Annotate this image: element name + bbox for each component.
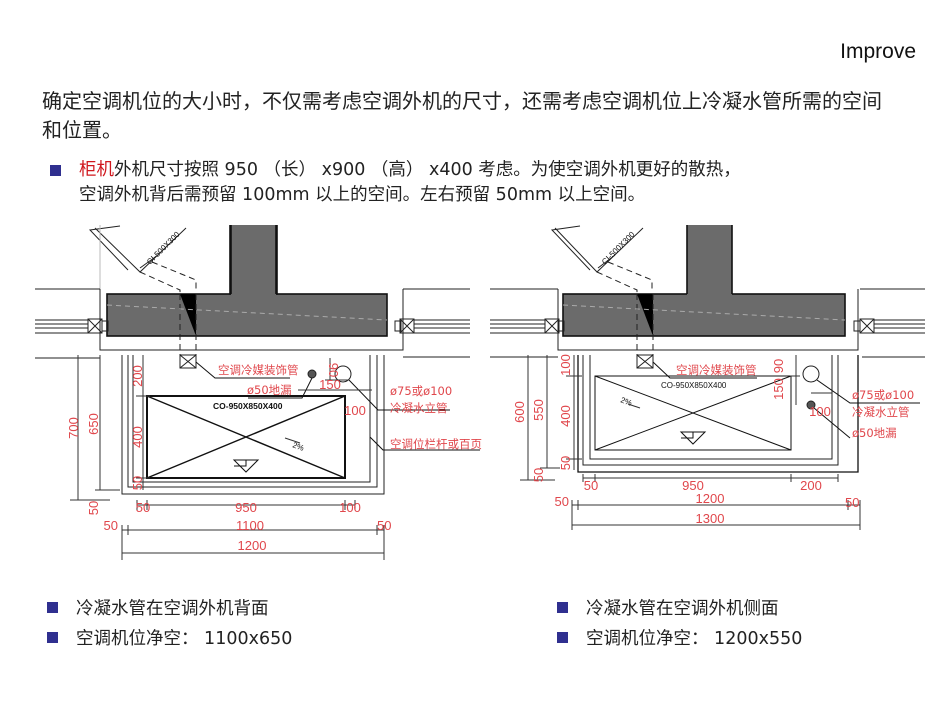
wall-slab-right: [562, 293, 846, 337]
dim-top-gap: 200: [130, 365, 145, 387]
footer-left-text-2: 空调机位净空： 1100x650: [76, 629, 293, 649]
footer-right-text-1: 冷凝水管在空调外机侧面: [586, 599, 779, 619]
highlight-text: 柜机: [79, 160, 114, 180]
dim-outer-right: 50: [845, 495, 859, 510]
bullet-square-icon: [47, 632, 58, 643]
footer-left-item-2: 空调机位净空： 1100x650: [47, 625, 292, 650]
unit-label: CO-950X850X400: [661, 381, 727, 390]
dim-right-gap: 100: [339, 500, 361, 515]
dim-front-gap: 50: [558, 456, 573, 470]
dim-unit-depth: 400: [130, 426, 145, 448]
duct-label: CI-500X300: [600, 229, 637, 266]
dim-outer: 600: [512, 401, 527, 423]
dim-front-gap: 50: [130, 476, 145, 490]
riser-label: 冷凝水立管: [390, 401, 448, 415]
intro-paragraph: 确定空调机位的大小时，不仅需考虑空调外机的尺寸，还需考虑空调机位上冷凝水管所需的…: [42, 89, 882, 142]
dim-clear-width: 1200: [696, 491, 725, 506]
unit-label: CO-950X850X400: [213, 401, 283, 411]
floor-drain-label: ø50地漏: [247, 383, 292, 397]
dim-top-gap: 100: [558, 354, 573, 376]
dim-bottom: 50: [86, 501, 101, 515]
riser-size-label: ø75或ø100: [852, 388, 914, 402]
bullet-square-icon: [557, 602, 568, 613]
dim-outer-left: 50: [104, 518, 118, 533]
footer-left-item-1: 冷凝水管在空调外机背面: [47, 595, 269, 620]
duct-right: CI-500X300: [550, 225, 653, 295]
drawing-right: CI-500X300 空调冷媒装饰管 CO-950X850X400 2% ø7: [490, 225, 925, 530]
slope-label: 2%: [619, 395, 633, 407]
dim-clear: 550: [531, 399, 546, 421]
lead-line2: 空调外机背后需预留 100mm 以上的空间。左右预留 50mm 以上空间。: [79, 185, 646, 205]
dim-left-gap: 50: [136, 500, 150, 515]
dim-pipe-side: 100: [344, 403, 366, 418]
dim-outer: 700: [66, 417, 81, 439]
floor-drain-icon: [806, 400, 816, 410]
bullet-square-icon: [557, 632, 568, 643]
dim-right-gap: 200: [800, 478, 822, 493]
slope-label: 2%: [291, 440, 305, 452]
dim-pipe-offset-b: 150: [771, 378, 786, 400]
dim-left-gap: 50: [584, 478, 598, 493]
refrigerant-pipe-box: [179, 354, 197, 369]
riser-size-label: ø75或ø100: [390, 384, 452, 398]
railing-label: 空调位栏杆或百页: [390, 437, 482, 451]
riser-pipe-icon: [334, 365, 352, 383]
lead-line1: 外机尺寸按照 950 （长） x900 （高） x400 考虑。为使空调外机更好…: [114, 160, 741, 180]
dim-unit-width: 950: [235, 500, 257, 515]
dims-left: 700 650 50 200 400 50 90 150 100 50 950 …: [66, 363, 391, 553]
bullet-square-icon: [50, 165, 61, 176]
lead-bullet-text: 柜机外机尺寸按照 950 （长） x900 （高） x400 考虑。为使空调外机…: [79, 158, 741, 208]
bullet-square-icon: [47, 602, 58, 613]
dim-unit-width: 950: [682, 478, 704, 493]
dim-total: 1300: [696, 511, 725, 526]
refrigerant-pipe-label: 空调冷媒装饰管: [218, 363, 299, 377]
dim-pipe-side: 100: [809, 404, 831, 419]
dim-outer-right: 50: [377, 518, 391, 533]
dim-total: 1200: [238, 538, 267, 553]
dim-pipe-offset-a: 90: [771, 359, 786, 373]
dim-clear-width: 1100: [236, 518, 264, 533]
dims-right: 600 550 50 100 400 50 90 150 100 50 950 …: [512, 354, 859, 526]
drawing-left: CI-500X300 空调冷媒装饰管 CO-950X850X400: [35, 225, 482, 560]
ac-unit-right: [594, 375, 792, 451]
riser-label: 冷凝水立管: [852, 405, 910, 419]
footer-right-text-2: 空调机位净空： 1200x550: [586, 629, 803, 649]
arrow-down-icon: [679, 431, 707, 445]
dim-pipe-offset: 90: [326, 363, 341, 377]
riser-pipe-icon: [802, 365, 820, 383]
duct-left: CI-500X300: [88, 225, 197, 295]
floor-drain-label: ø50地漏: [852, 426, 897, 440]
wall-slab-left: [106, 293, 388, 337]
dim-pipe-spacing: 150: [319, 377, 341, 392]
refrigerant-pipe-box: [636, 354, 654, 369]
dim-clear: 650: [86, 413, 101, 435]
footer-right-item-2: 空调机位净空： 1200x550: [557, 625, 802, 650]
dim-unit-depth: 400: [558, 405, 573, 427]
floor-drain-icon: [307, 369, 317, 379]
lead-bullet: 柜机外机尺寸按照 950 （长） x900 （高） x400 考虑。为使空调外机…: [50, 158, 870, 208]
dim-outer-left: 50: [555, 494, 569, 509]
ac-unit-left: [146, 395, 346, 479]
arrow-down-icon: [232, 459, 260, 473]
footer-left-text-1: 冷凝水管在空调外机背面: [76, 599, 269, 619]
footer-right-item-1: 冷凝水管在空调外机侧面: [557, 595, 779, 620]
duct-label: CI-500X300: [145, 229, 182, 266]
dim-bottom: 50: [531, 468, 546, 482]
corner-label: Improve: [840, 40, 916, 63]
refrigerant-pipe-label: 空调冷媒装饰管: [676, 363, 757, 377]
